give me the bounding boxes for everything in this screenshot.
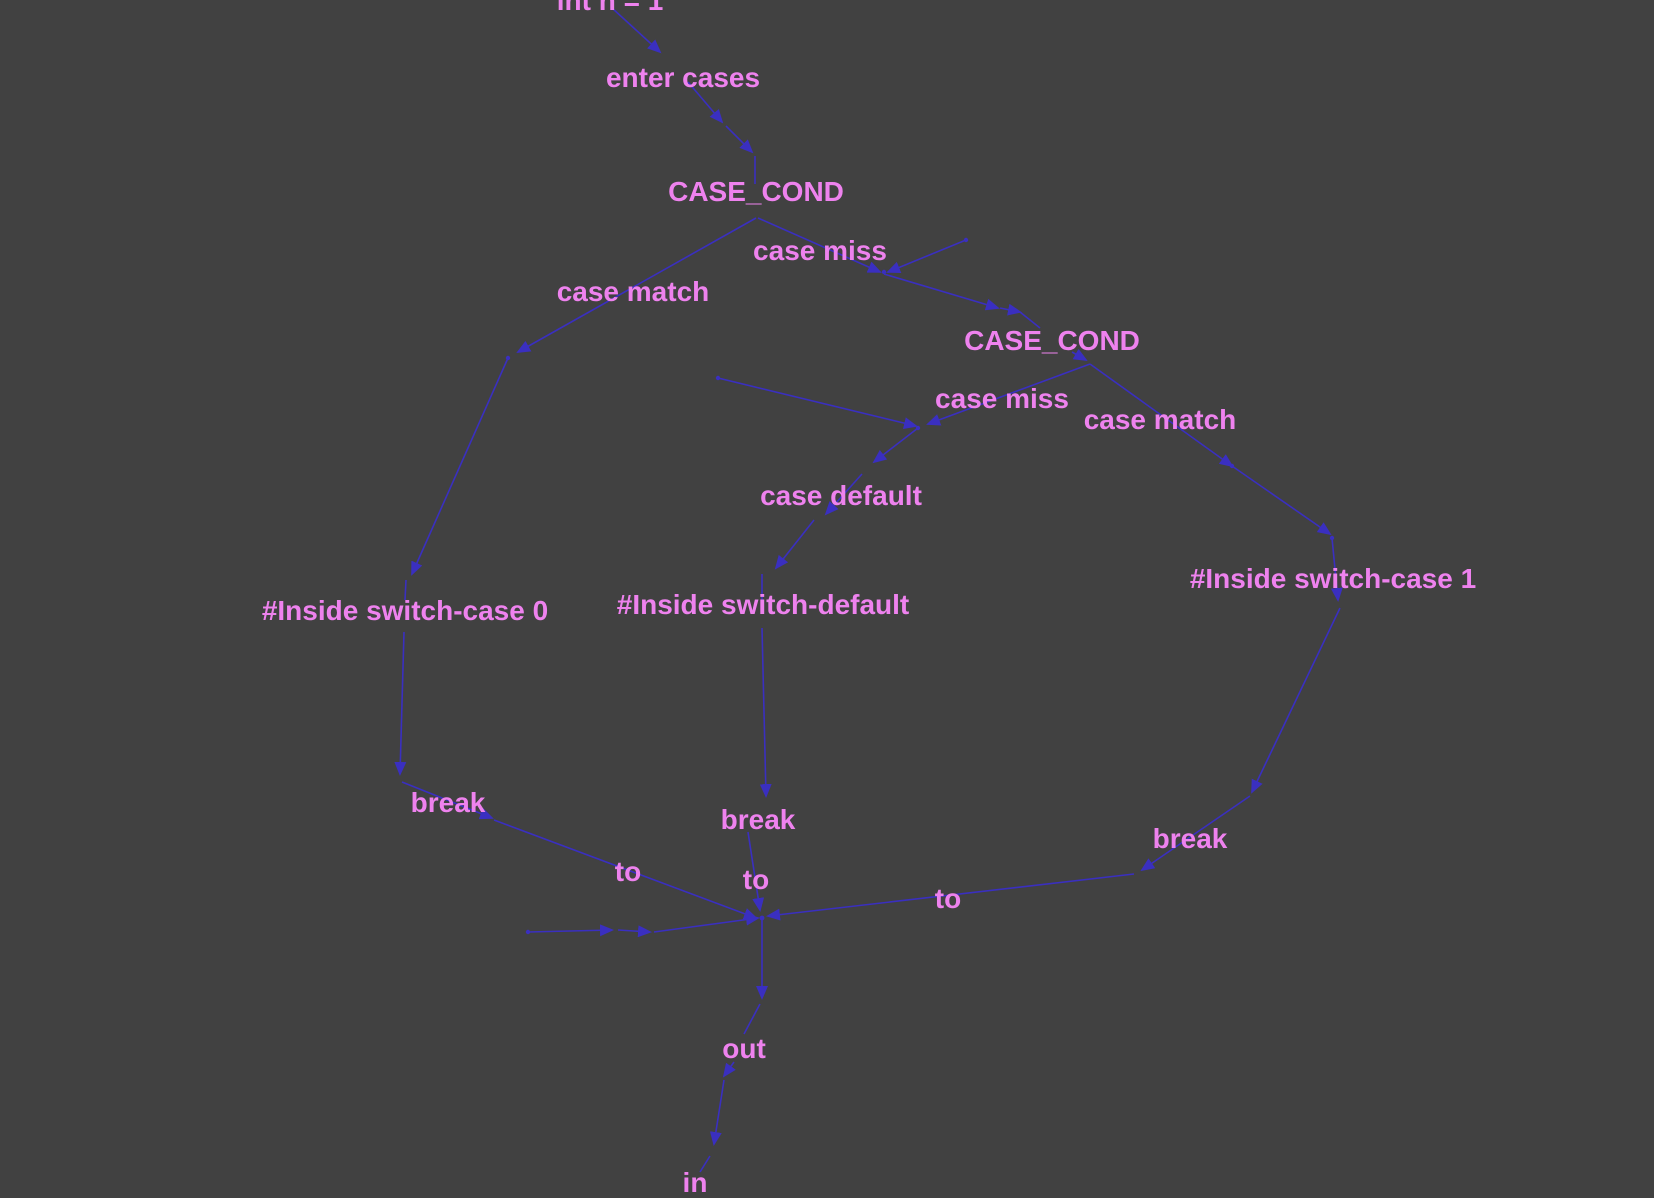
edge-enter-seg <box>687 81 724 124</box>
node-label-case-miss-2[interactable]: case miss <box>935 383 1069 414</box>
edge-int-to-enter <box>611 7 662 54</box>
edge-miss-to-cond2-b <box>999 303 1022 316</box>
edge-out-to-in-a <box>722 1061 736 1078</box>
junction-dot <box>963 237 969 243</box>
node-label-inside-default[interactable]: #Inside switch-default <box>617 589 910 620</box>
node-label-case-miss-1[interactable]: case miss <box>753 235 887 266</box>
edge-match-to-inside0 <box>411 357 509 576</box>
edge-cond2-to-miss <box>926 363 1091 426</box>
junction-dot <box>1229 463 1235 469</box>
node-label-case-cond-2[interactable]: CASE_COND <box>964 325 1140 356</box>
node-label-out[interactable]: out <box>722 1033 766 1064</box>
node-label-case-match-1[interactable]: case match <box>557 276 710 307</box>
node-label-break-0[interactable]: break <box>411 787 486 818</box>
edge-cond2-seg <box>1071 348 1088 361</box>
node-label-int-n[interactable]: int n = 1 <box>557 0 664 16</box>
junction-dot <box>915 425 921 431</box>
node-label-inside-case-0[interactable]: #Inside switch-case 0 <box>262 595 548 626</box>
edge-miss2-to-default <box>872 427 919 464</box>
junction-dots <box>505 237 1335 935</box>
edge-break1-seg <box>1140 795 1251 872</box>
edge-break0-to-junction <box>493 819 758 920</box>
label-layer: int n = 1 enter cases CASE_COND case mis… <box>262 0 1476 1198</box>
edge-cond2-to-match <box>1089 363 1234 468</box>
junction-dot <box>715 375 721 381</box>
edge-left-in-1 <box>527 924 614 937</box>
node-label-case-default[interactable]: case default <box>760 480 922 511</box>
edge-inside0-to-break <box>394 631 407 776</box>
edge-cond1-to-match <box>516 217 757 353</box>
node-label-to-0[interactable]: to <box>615 856 641 887</box>
edge-match2-to-inside1 <box>1231 465 1332 536</box>
edge-miss2-in <box>717 377 918 430</box>
edge-layer <box>394 7 1343 1173</box>
edge-inside1-to-break <box>1251 607 1341 794</box>
edge-left-in-2 <box>617 925 652 938</box>
node-label-inside-case-1[interactable]: #Inside switch-case 1 <box>1190 563 1476 594</box>
edge-inside0-stem <box>404 579 407 601</box>
edge-break0-seg <box>401 781 494 820</box>
node-label-case-cond-1[interactable]: CASE_COND <box>668 176 844 207</box>
junction-dot <box>1329 535 1335 541</box>
edge-out-to-in-b <box>709 1079 725 1146</box>
junction-dot <box>525 929 531 935</box>
edge-left-in-3 <box>653 913 760 933</box>
junction-dot <box>505 355 511 361</box>
edge-default-seg <box>824 473 863 516</box>
node-label-to-1[interactable]: to <box>935 883 961 914</box>
node-label-to-default[interactable]: to <box>743 864 769 895</box>
edge-inside-default-to-break <box>759 627 772 798</box>
edge-break1-to-junction <box>766 873 1135 921</box>
edge-breakdef-to-junction <box>747 831 765 912</box>
node-label-enter-cases[interactable]: enter cases <box>606 62 760 93</box>
edge-cond1-to-miss <box>757 217 882 273</box>
edge-out-seg <box>743 1003 761 1035</box>
node-label-in[interactable]: in <box>683 1167 708 1198</box>
edge-in-stem <box>699 1155 711 1173</box>
edge-miss-in <box>886 239 967 273</box>
edge-enter-to-cond <box>725 125 754 154</box>
node-label-break-default[interactable]: break <box>721 804 796 835</box>
edge-inside1-stem <box>1330 537 1343 602</box>
node-label-break-1[interactable]: break <box>1153 823 1228 854</box>
junction-dot <box>759 915 765 921</box>
edge-miss-to-cond2 <box>883 273 1000 311</box>
edge-default-to-inside <box>774 519 815 570</box>
node-label-case-match-2[interactable]: case match <box>1084 404 1237 435</box>
edge-cond2-stem <box>1019 311 1041 329</box>
junction-dot <box>881 269 887 275</box>
